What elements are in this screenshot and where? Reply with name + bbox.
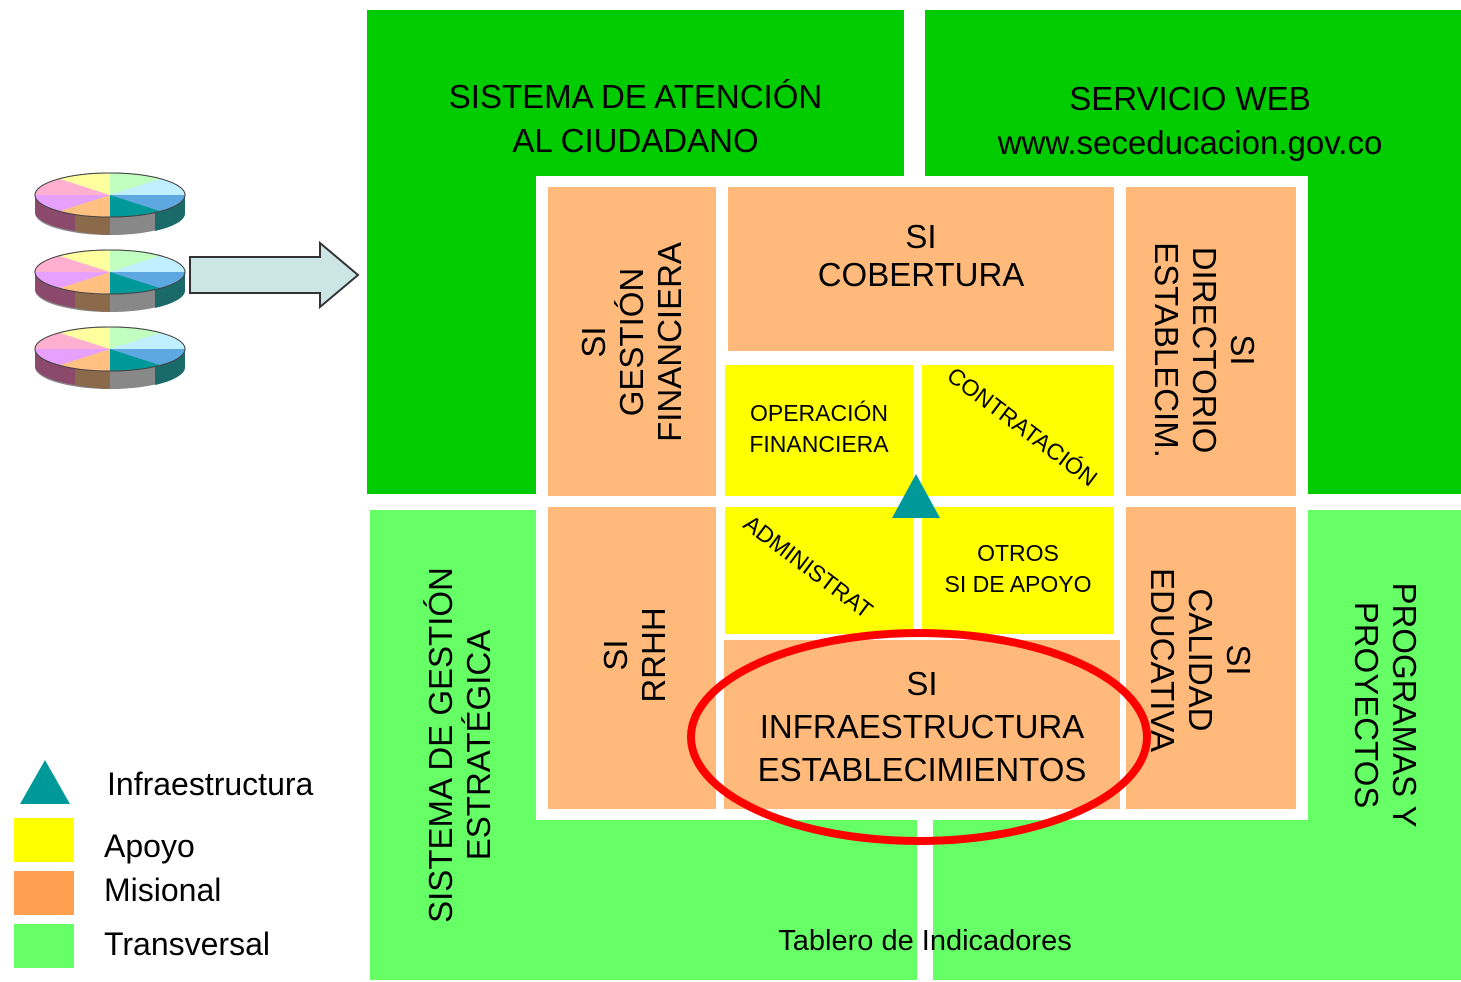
si-infraestructura: [724, 640, 1120, 809]
administrat-block: [725, 507, 913, 634]
financiera-label: SI GESTIÓN FINANCIERA: [575, 242, 688, 442]
legend-misional-label: Misional: [104, 872, 222, 908]
tablero-indicadores: Tablero de Indicadores: [778, 925, 1072, 957]
legend-misional-swatch: [14, 871, 74, 915]
legend-triangle-icon: [20, 760, 70, 804]
otros-apoyo-label: OTROS SI DE APOYO: [944, 540, 1092, 598]
operacion-financiera-block: [725, 365, 913, 496]
si-cobertura: [728, 187, 1114, 351]
legend-apoyo-swatch: [14, 818, 74, 862]
cobertura-label: SI COBERTURA: [817, 218, 1025, 293]
atencion-title-line2: AL CIUDADANO: [512, 122, 759, 159]
legend-transversal-swatch: [14, 924, 74, 968]
otros-apoyo-block: [922, 507, 1114, 634]
calidad-label: SI CALIDAD EDUCATIVA: [1144, 568, 1257, 752]
operacion-financiera-label: OPERACIÓN FINANCIERA: [749, 400, 889, 458]
infraestructura-triangle-icon: [892, 474, 940, 518]
legend-infraestructura-label: Infraestructura: [107, 766, 314, 802]
programas-label: PROGRAMAS Y PROYECTOS: [1348, 582, 1423, 828]
rrhh-label: SI RRHH: [597, 607, 672, 703]
legend-apoyo-label: Apoyo: [104, 828, 195, 864]
estrategica-label: SISTEMA DE GESTIÓN ESTRATÉGICA: [422, 567, 497, 923]
database-stack-icon: [34, 172, 360, 390]
web-title-line1: SERVICIO WEB: [1069, 80, 1311, 117]
si-directorio: [1126, 187, 1296, 496]
legend-transversal-label: Transversal: [104, 926, 270, 962]
highlight-ellipse: [687, 629, 1151, 845]
si-rrhh: [548, 507, 716, 809]
directorio-label: SI DIRECTORIO ESTABLECIM.: [1148, 242, 1261, 458]
si-calidad: [1126, 507, 1296, 809]
infraestructura-label: SI INFRAESTRUCTURA ESTABLECIMIENTOS: [757, 665, 1087, 788]
web-url: www.seceducacion.gov.co: [997, 124, 1383, 161]
atencion-title-line1: SISTEMA DE ATENCIÓN: [448, 78, 823, 115]
contratacion-block: [922, 365, 1114, 496]
si-gestion-financiera: [548, 187, 716, 496]
